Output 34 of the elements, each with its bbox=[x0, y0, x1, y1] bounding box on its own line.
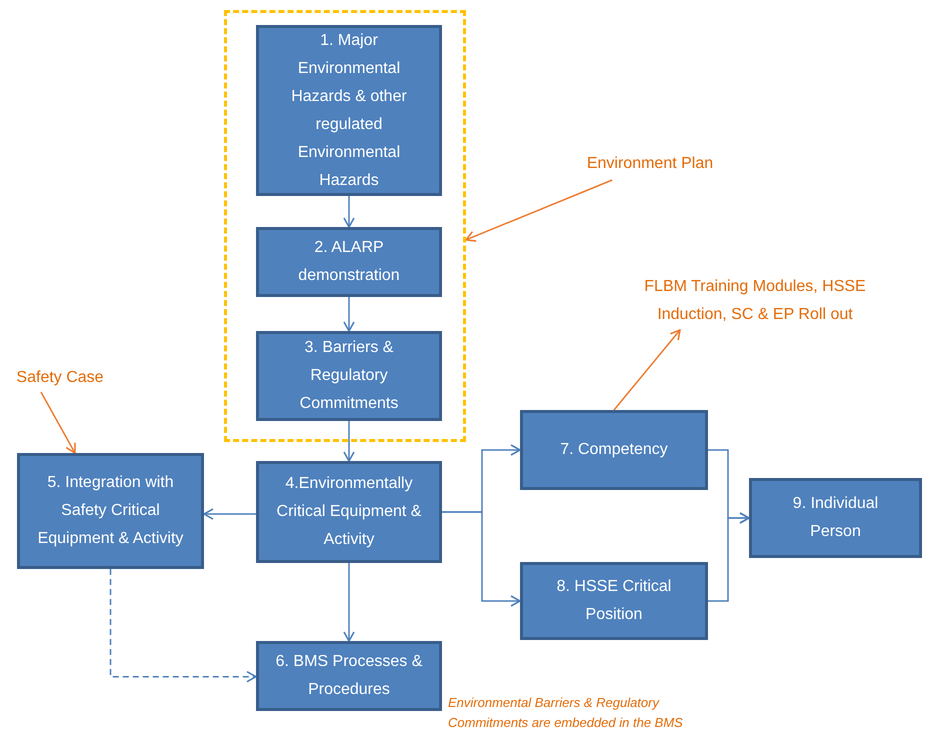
arrow bbox=[708, 512, 750, 602]
annotation-text: Safety Case bbox=[4, 364, 116, 392]
callout-arrow bbox=[465, 179, 612, 242]
arrow bbox=[203, 508, 256, 520]
process-box bbox=[256, 227, 442, 297]
process-box bbox=[256, 641, 442, 711]
arrow bbox=[343, 421, 355, 462]
callout-arrow bbox=[40, 392, 76, 454]
box-label: 1. Major Environmental Hazards & other regulated Environmental Hazards bbox=[290, 30, 408, 190]
arrow bbox=[343, 563, 355, 642]
arrow bbox=[343, 196, 355, 228]
box-label: 8. HSSE Critical Position bbox=[556, 577, 672, 625]
dashed-arrow bbox=[110, 569, 257, 682]
process-box bbox=[256, 461, 442, 563]
box-label: 3. Barriers & Regulatory Commitments bbox=[298, 338, 400, 414]
note-text: Environmental Barriers & Regulatory Commitments are embedded in the BMS bbox=[448, 694, 684, 732]
process-box bbox=[256, 331, 442, 421]
annotation-text: FLBM Training Modules, HSSE Induction, SC & EP Roll out bbox=[630, 272, 880, 330]
process-box bbox=[520, 562, 708, 640]
callout-arrow bbox=[613, 329, 681, 410]
box-label: 7. Competency bbox=[560, 440, 668, 460]
process-box bbox=[520, 410, 708, 490]
dashed-group-frame bbox=[224, 10, 466, 442]
box-label: 4.Environmentally Critical Equipment & Activity bbox=[276, 474, 422, 550]
box-label: 9. Individual Person bbox=[792, 494, 880, 542]
arrow bbox=[442, 511, 521, 607]
box-label: 2. ALARP demonstration bbox=[297, 238, 401, 286]
process-box bbox=[256, 25, 442, 196]
annotation-text: Environment Plan bbox=[560, 148, 740, 180]
arrow bbox=[343, 297, 355, 332]
process-box bbox=[749, 478, 922, 558]
process-box bbox=[17, 453, 204, 569]
box-label: 6. BMS Processes & Procedures bbox=[274, 652, 424, 700]
box-label: 5. Integration with Safety Critical Equipment & Activity bbox=[36, 473, 184, 549]
